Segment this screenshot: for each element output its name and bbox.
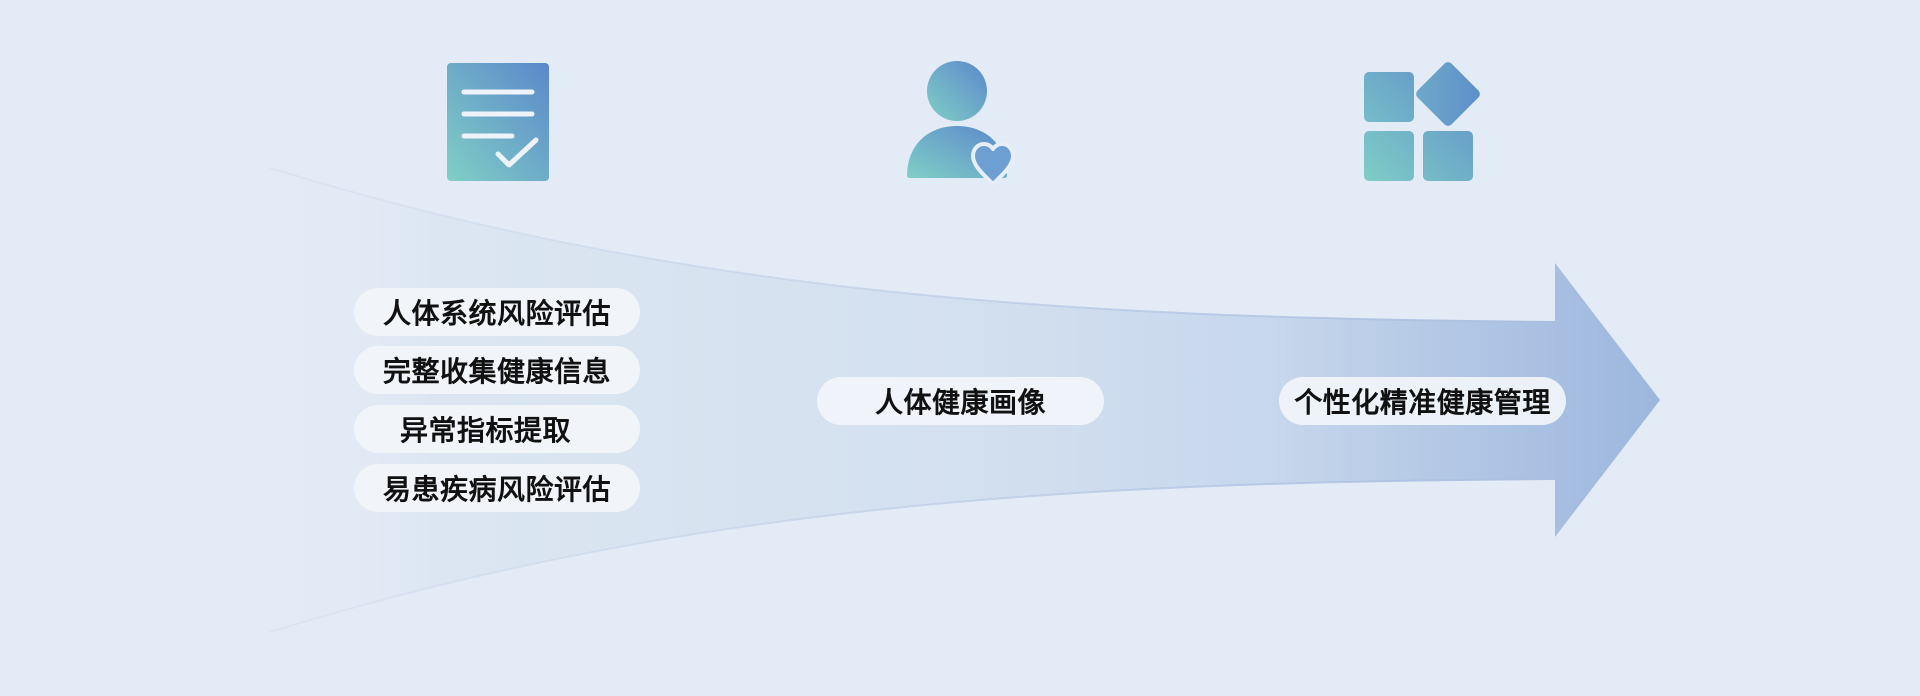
left-stage-item: 人体系统风险评估 <box>354 288 640 336</box>
apps-grid-icon <box>1364 62 1480 181</box>
middle-stage-label: 人体健康画像 <box>817 377 1104 425</box>
document-check-icon <box>447 63 549 181</box>
left-stage-item: 完整收集健康信息 <box>354 346 640 394</box>
right-stage-label: 个性化精准健康管理 <box>1279 377 1566 425</box>
person-heart-icon <box>907 61 1015 186</box>
left-stage-item: 易患疾病风险评估 <box>354 464 640 512</box>
left-stage-item: 异常指标提取 <box>354 405 640 453</box>
